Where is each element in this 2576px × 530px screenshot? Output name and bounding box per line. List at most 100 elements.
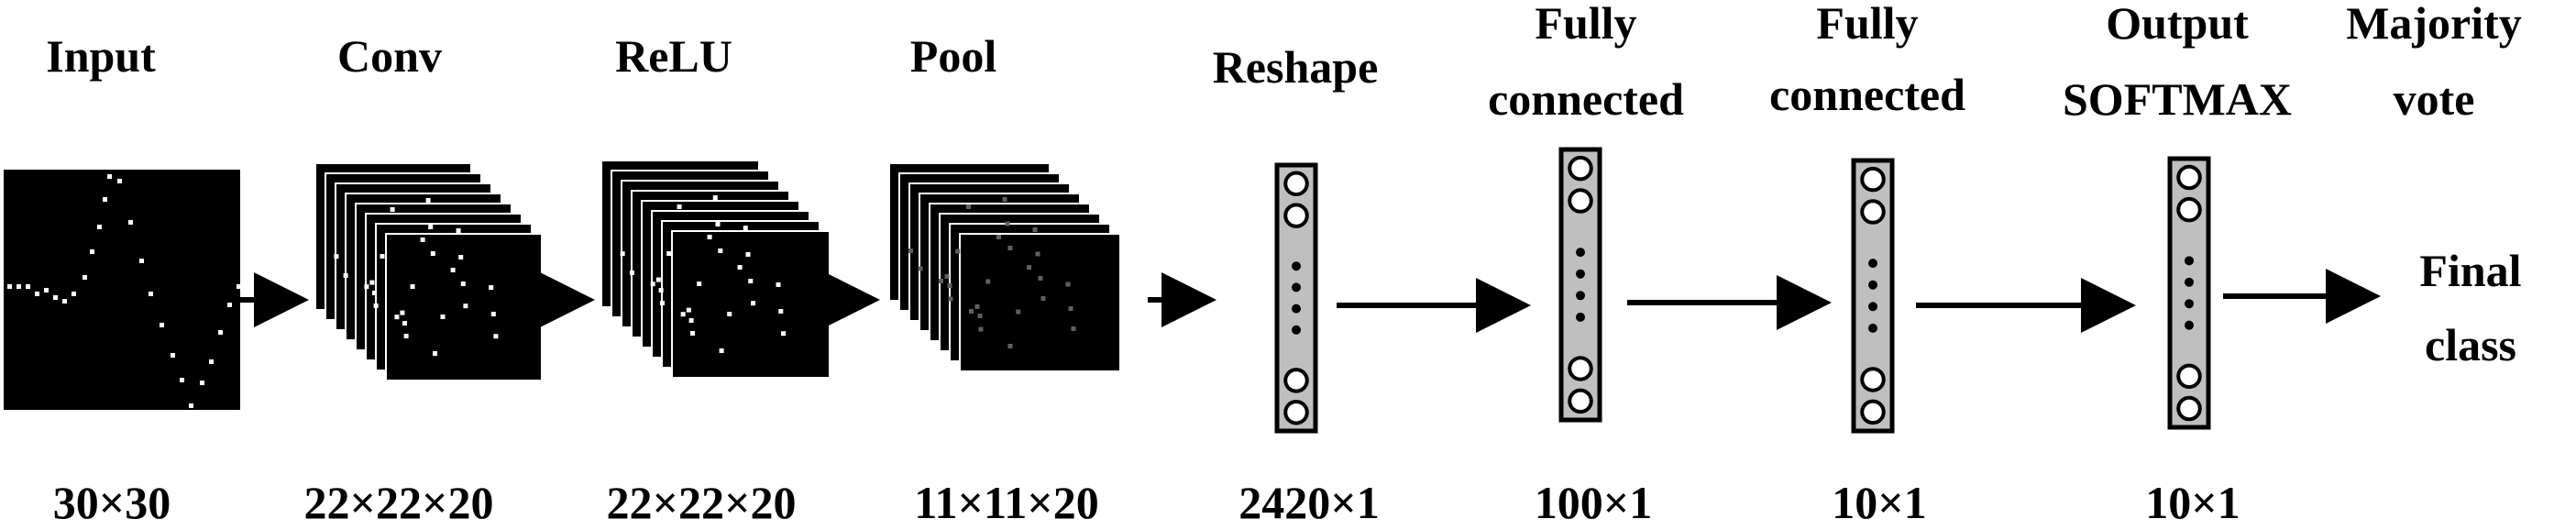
input-pixel xyxy=(83,275,87,280)
pool-pixel xyxy=(966,204,971,209)
pool-pixel xyxy=(1040,296,1046,301)
input-pixel xyxy=(128,220,133,225)
relu-pixel xyxy=(688,318,694,323)
size-relu: 22×22×20 xyxy=(607,477,797,528)
input-pixel xyxy=(139,259,144,263)
relu-pixel xyxy=(719,348,724,353)
output-neuron xyxy=(2176,395,2202,422)
conv-pixel xyxy=(394,315,400,320)
conv-pixel xyxy=(456,228,461,233)
relu-pixel xyxy=(751,301,756,306)
relu-pixel xyxy=(629,271,634,275)
fc2-vector xyxy=(1851,158,1895,434)
pool-pixel xyxy=(1038,276,1043,281)
output-neuron xyxy=(2176,363,2202,390)
reshape-ellipsis-dot xyxy=(1292,261,1301,271)
output-ellipsis-dot xyxy=(2185,277,2194,287)
conv-pixel xyxy=(433,351,437,356)
title-vote-line2: vote xyxy=(2394,73,2475,125)
title-fc1-line2: connected xyxy=(1488,73,1684,125)
fc1-ellipsis-dot xyxy=(1576,312,1585,322)
relu-pixel xyxy=(620,251,625,257)
relu-pixel xyxy=(658,288,664,293)
pool-pixel xyxy=(974,304,980,309)
conv-pixel xyxy=(490,312,496,316)
input-pixel xyxy=(209,359,214,364)
input-pixel xyxy=(53,295,58,300)
input-feature-map xyxy=(4,170,241,410)
conv-pixel xyxy=(420,237,425,242)
relu-pixel xyxy=(727,312,732,316)
pool-pixel xyxy=(1035,251,1040,257)
relu-pixel xyxy=(680,312,686,317)
fc1-neuron xyxy=(1568,388,1593,414)
input-pixel xyxy=(117,179,122,183)
conv-pixel xyxy=(489,285,494,290)
output-ellipsis-dot xyxy=(2185,256,2194,266)
fc1-vector xyxy=(1558,147,1602,423)
input-pixel xyxy=(189,403,193,408)
relu-pixel xyxy=(743,226,748,230)
relu-pixel xyxy=(737,265,743,270)
pool-pixel xyxy=(996,235,1001,239)
fc2-neuron xyxy=(1860,399,1886,425)
title-fc2-line2: connected xyxy=(1769,69,1965,120)
input-pixel xyxy=(97,225,102,229)
fc2-ellipsis-dot xyxy=(1868,280,1877,290)
pool-pixel xyxy=(1027,265,1031,270)
conv-feature-stack xyxy=(314,162,543,381)
input-map-square xyxy=(4,170,240,410)
pool-pixel xyxy=(908,248,913,253)
reshape-ellipsis-dot xyxy=(1292,304,1301,314)
pool-pixel xyxy=(1005,221,1010,226)
fc2-neuron xyxy=(1860,199,1886,225)
title-pool: Pool xyxy=(910,30,997,82)
pool-pixel xyxy=(944,274,950,279)
relu-pixel xyxy=(650,282,655,287)
conv-pixel xyxy=(364,284,369,290)
conv-pixel xyxy=(343,273,348,278)
output-neuron xyxy=(2176,164,2202,191)
fc2-neuron xyxy=(1860,367,1886,392)
input-pixel xyxy=(72,292,76,296)
relu-pixel xyxy=(677,204,682,209)
size-conv: 22×22×20 xyxy=(304,477,494,528)
conv-pixel xyxy=(428,225,434,229)
relu-feature-stack xyxy=(600,160,831,379)
relu-pixel xyxy=(748,279,754,283)
final-class-line2: class xyxy=(2425,319,2516,370)
title-output-line1: Output xyxy=(2106,0,2249,49)
conv-pixel xyxy=(410,284,415,289)
pool-pixel xyxy=(1002,197,1007,202)
fc1-ellipsis-dot xyxy=(1576,269,1585,279)
pool-map xyxy=(959,233,1121,372)
conv-pixel xyxy=(460,282,466,286)
relu-pixel xyxy=(655,277,661,282)
fc2-ellipsis-dot xyxy=(1868,259,1877,269)
input-pixel xyxy=(62,299,67,304)
title-fc2-line1: Fully xyxy=(1816,0,1918,49)
conv-pixel xyxy=(425,198,431,203)
relu-pixel xyxy=(697,282,702,286)
input-pixel xyxy=(160,323,164,327)
pool-pixel xyxy=(955,248,961,254)
title-reshape: Reshape xyxy=(1213,41,1379,93)
fc1-ellipsis-dot xyxy=(1576,291,1585,301)
input-pixel xyxy=(103,197,107,202)
relu-pixel xyxy=(718,248,723,253)
pool-pixel xyxy=(978,326,984,332)
size-fc1: 100×1 xyxy=(1535,477,1653,528)
size-output: 10×1 xyxy=(2145,477,2240,528)
conv-pixel xyxy=(380,254,385,259)
conv-pixel xyxy=(390,207,395,212)
output-ellipsis-dot xyxy=(2185,299,2194,309)
relu-pixel xyxy=(659,301,665,305)
relu-pixel xyxy=(686,307,691,313)
input-pixel xyxy=(35,292,39,296)
input-pixel xyxy=(7,284,12,289)
pool-pixel xyxy=(977,314,983,318)
relu-pixel xyxy=(707,235,712,239)
relu-pixel xyxy=(689,331,695,336)
relu-pixel xyxy=(666,251,672,256)
